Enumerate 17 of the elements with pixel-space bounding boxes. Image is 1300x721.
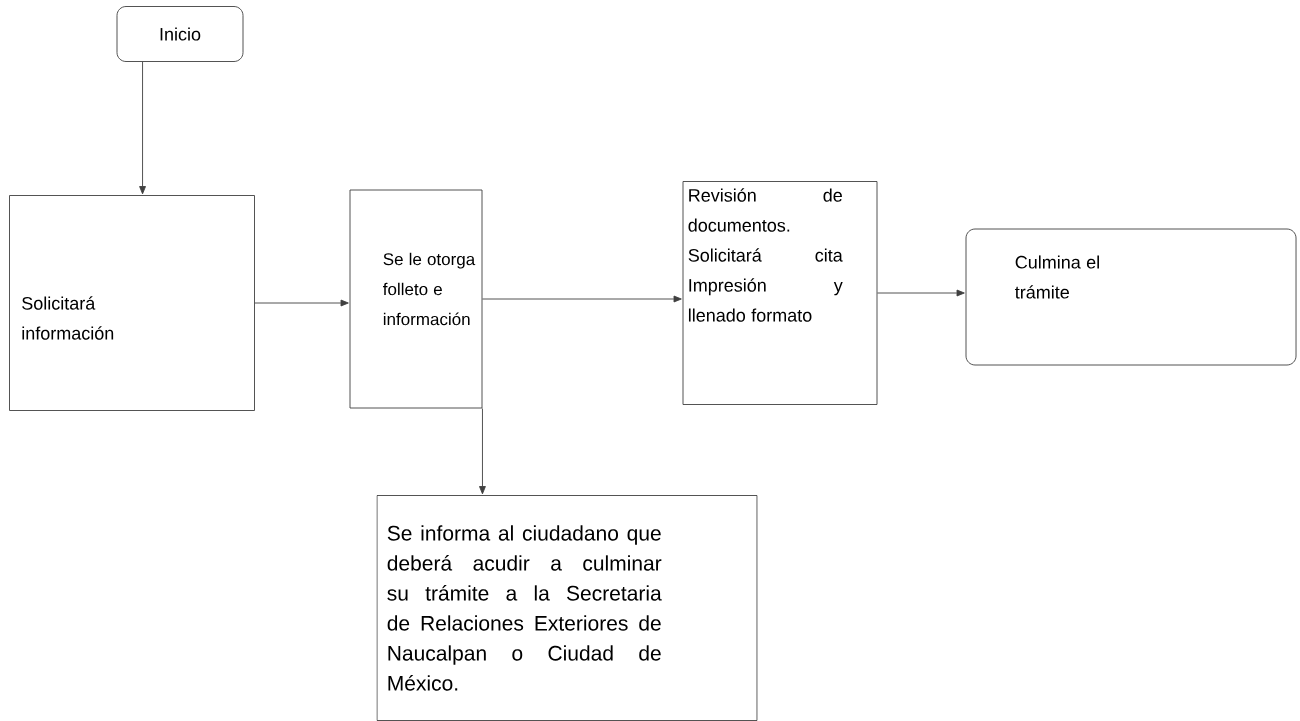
start-box — [116, 6, 244, 62]
node-label: Se informa al ciudadano que deberá acudir a culminar su trámite a la Secretaria de Relaciones Exteriores de Naucalpan o Ciudad de México. — [387, 525, 662, 691]
process-box — [9, 195, 255, 411]
process-box — [682, 181, 878, 405]
node-label: Culmina el trámite — [1015, 255, 1099, 299]
node-label: Solicitará información — [22, 296, 114, 340]
arrow — [254, 299, 349, 307]
node-label: Inicio — [160, 27, 201, 41]
arrow — [482, 295, 682, 303]
node-label: Se le otorga folleto e información — [382, 252, 476, 326]
node-label: Revisión de documentos. Solicitará cita Impresión y llenado formato — [688, 188, 843, 322]
end-box — [965, 228, 1297, 366]
process-box — [349, 189, 483, 409]
process-box — [376, 495, 758, 721]
arrow — [877, 289, 965, 297]
arrow — [479, 408, 486, 495]
arrow — [139, 61, 146, 195]
